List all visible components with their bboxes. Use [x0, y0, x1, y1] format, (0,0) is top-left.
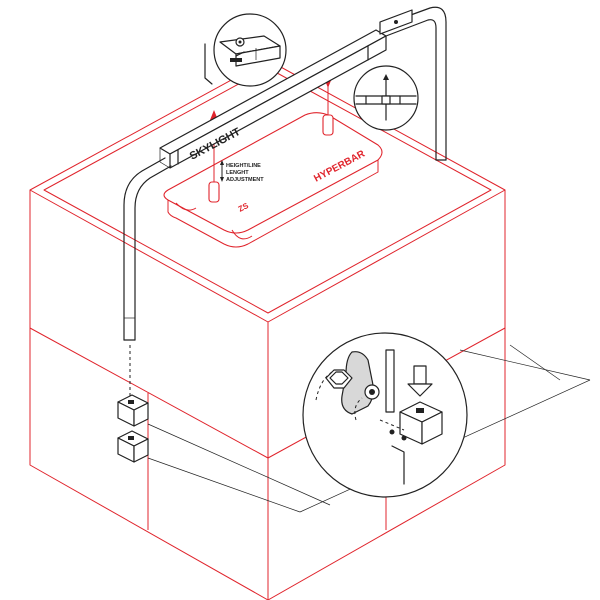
- adjustment-label-line2: LENGHT: [226, 170, 249, 176]
- rotation-arrow: [354, 397, 363, 421]
- arrow-down-icon: [407, 365, 433, 397]
- screw-icon: [401, 435, 407, 441]
- mount-blocks: [117, 344, 591, 513]
- adjustment-note: HEIGHT/LINE LENGHT ADJUSTMENT: [220, 160, 264, 183]
- hex-key-icon: [391, 445, 405, 485]
- rotation-arrow: [315, 371, 333, 401]
- light-fixture: HYPERBAR ZS HEIGHT/LINE LENGHT ADJUSTMEN…: [163, 60, 383, 248]
- light-fixture-groove: [175, 202, 197, 211]
- hanger-right: [322, 60, 334, 136]
- light-fixture-groove-2: [231, 229, 253, 240]
- screw-icon: [389, 429, 395, 435]
- arrow-up-icon: [220, 160, 224, 165]
- mount-block-right: [421, 411, 443, 445]
- right-leg-inner: [385, 19, 437, 161]
- left-leg-inner: [134, 165, 172, 341]
- hanger-right-cylinder: [322, 114, 334, 136]
- tank-side-faces: [29, 190, 506, 600]
- mount-block-lower: [117, 430, 149, 463]
- arrow-down-icon: [220, 177, 224, 182]
- adjustment-label-line1: HEIGHT/LINE: [226, 163, 261, 169]
- leader-line: [147, 423, 331, 506]
- right-leg-outer: [385, 6, 447, 161]
- skylight-bar-front: [169, 35, 387, 169]
- leader-line: [459, 349, 591, 381]
- hex-key-icon: [204, 43, 213, 85]
- detail-circle-top-right: [353, 65, 419, 131]
- hanger-left-cylinder: [208, 181, 220, 203]
- adjustment-label-line3: ADJUSTMENT: [226, 177, 264, 183]
- leader-line: [147, 457, 301, 513]
- support-rod: [385, 349, 395, 413]
- detail-circle-top-left: [204, 13, 287, 87]
- mount-block-upper: [117, 394, 149, 427]
- leader-line: [509, 344, 561, 381]
- left-leg-outer: [123, 157, 166, 341]
- screw-icon: [381, 95, 391, 105]
- tank-rim-inner: [43, 67, 492, 314]
- screw-icon: [230, 58, 242, 62]
- detail-circle-bottom-right: [302, 332, 468, 498]
- screw-icon: [394, 20, 398, 24]
- light-fixture-front: [167, 160, 379, 248]
- arrow-down-icon: [383, 74, 389, 80]
- gasket-pad: [341, 351, 374, 415]
